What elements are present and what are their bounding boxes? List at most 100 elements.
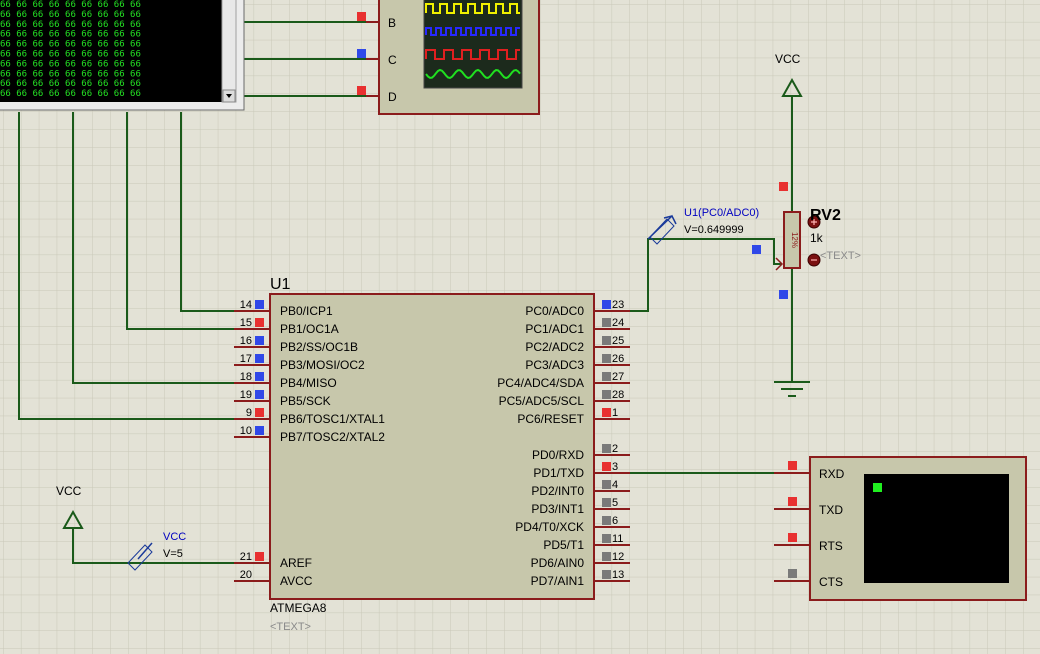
vterm-pin-name: RXD xyxy=(819,467,845,481)
pin-name: PD5/T1 xyxy=(543,538,584,552)
pin-state xyxy=(602,300,611,309)
scope-channels: BCD xyxy=(357,12,397,104)
oscilloscope[interactable]: BCD xyxy=(357,0,540,115)
terminal-line: 66 66 66 66 66 66 66 66 66 xyxy=(0,30,141,40)
terminal-line: 66 66 66 66 66 66 66 66 66 xyxy=(0,59,141,69)
mcu-part-label: ATMEGA8 xyxy=(270,601,327,615)
ground-symbol xyxy=(774,381,810,397)
pin-state xyxy=(602,336,611,345)
pot-top-state xyxy=(779,182,788,191)
terminal-line: 66 66 66 66 66 66 66 66 66 xyxy=(0,40,141,50)
channel-label: C xyxy=(388,53,397,67)
channel-state xyxy=(357,49,366,58)
pin-number: 3 xyxy=(612,461,618,473)
pin-number: 28 xyxy=(612,389,624,401)
mcu-ref: U1 xyxy=(270,276,291,293)
pin-state xyxy=(602,408,611,417)
pot-ref: RV2 xyxy=(810,207,841,224)
terminal-line: 66 66 66 66 66 66 66 66 66 xyxy=(0,79,141,89)
pin-state xyxy=(788,533,797,542)
pin-number: 27 xyxy=(612,371,624,383)
pin-name: PD1/TXD xyxy=(533,466,584,480)
vcc-label-top: VCC xyxy=(775,52,801,66)
pin-state xyxy=(602,534,611,543)
pin-state xyxy=(255,300,264,309)
probe-adc-value: V=0.649999 xyxy=(684,224,744,236)
pin-name: PC0/ADC0 xyxy=(525,304,584,318)
pot-body[interactable] xyxy=(783,211,801,269)
plus-icon xyxy=(811,219,817,225)
trace-c xyxy=(425,49,520,60)
pin-state xyxy=(602,570,611,579)
pin-number: 17 xyxy=(240,353,252,365)
pin-name: PD6/AIN0 xyxy=(531,556,585,570)
pin-number: 14 xyxy=(240,299,252,311)
pin-number: 11 xyxy=(612,533,623,545)
trace-b xyxy=(425,27,520,36)
pin-number: 12 xyxy=(612,551,624,563)
probe-arrow-icon xyxy=(127,544,153,571)
pin-name: PD7/AIN1 xyxy=(531,574,585,588)
pin-state xyxy=(255,390,264,399)
probe-adc-name: U1(PC0/ADC0) xyxy=(684,207,759,219)
pin-number: 9 xyxy=(246,407,252,419)
pin-name: PC3/ADC3 xyxy=(525,358,584,372)
wiper-arrow-icon xyxy=(775,257,784,271)
vterm-pin-name: CTS xyxy=(819,575,843,589)
pin-state xyxy=(602,372,611,381)
voltage-probe-vcc[interactable]: VCC V=5 xyxy=(127,531,186,571)
terminal-line: 66 66 66 66 66 66 66 66 66 xyxy=(0,50,141,60)
terminal-line: 66 66 66 66 66 66 66 66 66 xyxy=(0,0,141,10)
voltage-probe-adc[interactable]: U1(PC0/ADC0) V=0.649999 xyxy=(647,207,759,245)
pin-state xyxy=(255,336,264,345)
pin-number: 5 xyxy=(612,497,618,509)
pin-number: 6 xyxy=(612,515,618,527)
channel-state xyxy=(357,86,366,95)
pin-number: 24 xyxy=(612,317,624,329)
pin-name: PD4/T0/XCK xyxy=(515,520,584,534)
potentiometer-rv2[interactable]: 12% RV2 1k <TEXT> xyxy=(752,182,861,299)
pin-number: 16 xyxy=(240,335,252,347)
pin-number: 26 xyxy=(612,353,624,365)
pin-number: 1 xyxy=(612,407,618,419)
pin-name: PC2/ADC2 xyxy=(525,340,584,354)
pin-state xyxy=(602,318,611,327)
pin-number: 10 xyxy=(240,425,252,437)
pot-wiper-state xyxy=(752,245,761,254)
pin-name: PD0/RXD xyxy=(532,448,584,462)
pin-state xyxy=(255,408,264,417)
probe-vcc-value: V=5 xyxy=(163,548,183,560)
pot-text-placeholder: <TEXT> xyxy=(820,250,861,262)
pin-state xyxy=(602,462,611,471)
pin-name: PB3/MOSI/OC2 xyxy=(280,358,365,372)
pin-state xyxy=(602,498,611,507)
terminal-scrollbar[interactable] xyxy=(221,0,237,103)
terminal-line: 66 66 66 66 66 66 66 66 66 xyxy=(0,69,141,79)
pot-bottom-state xyxy=(779,290,788,299)
pin-state xyxy=(602,354,611,363)
probe-vcc-name: VCC xyxy=(163,531,186,543)
vcc-terminal-top[interactable]: VCC xyxy=(775,52,803,97)
pin-state xyxy=(255,426,264,435)
terminal-line: 66 66 66 66 66 66 66 66 66 xyxy=(0,10,141,20)
pin-state xyxy=(602,480,611,489)
mcu-body[interactable] xyxy=(269,293,595,600)
vcc-terminal-left[interactable]: VCC xyxy=(56,484,84,529)
scope-traces xyxy=(425,3,521,80)
pin-name: PC4/ADC4/SDA xyxy=(497,376,584,390)
pin-state xyxy=(788,497,797,506)
mcu-text-placeholder: <TEXT> xyxy=(270,621,311,633)
power-arrow-icon xyxy=(62,509,84,529)
pin-name: AVCC xyxy=(280,574,313,588)
trace-a xyxy=(425,3,520,14)
terminal-line: 66 66 66 66 66 66 66 66 66 xyxy=(0,20,141,30)
vterm-pin-name: RTS xyxy=(819,539,843,553)
pin-name: PB2/SS/OC1B xyxy=(280,340,358,354)
mcu-right-pins: 23PC0/ADC024PC1/ADC125PC2/ADC226PC3/ADC3… xyxy=(497,299,630,588)
